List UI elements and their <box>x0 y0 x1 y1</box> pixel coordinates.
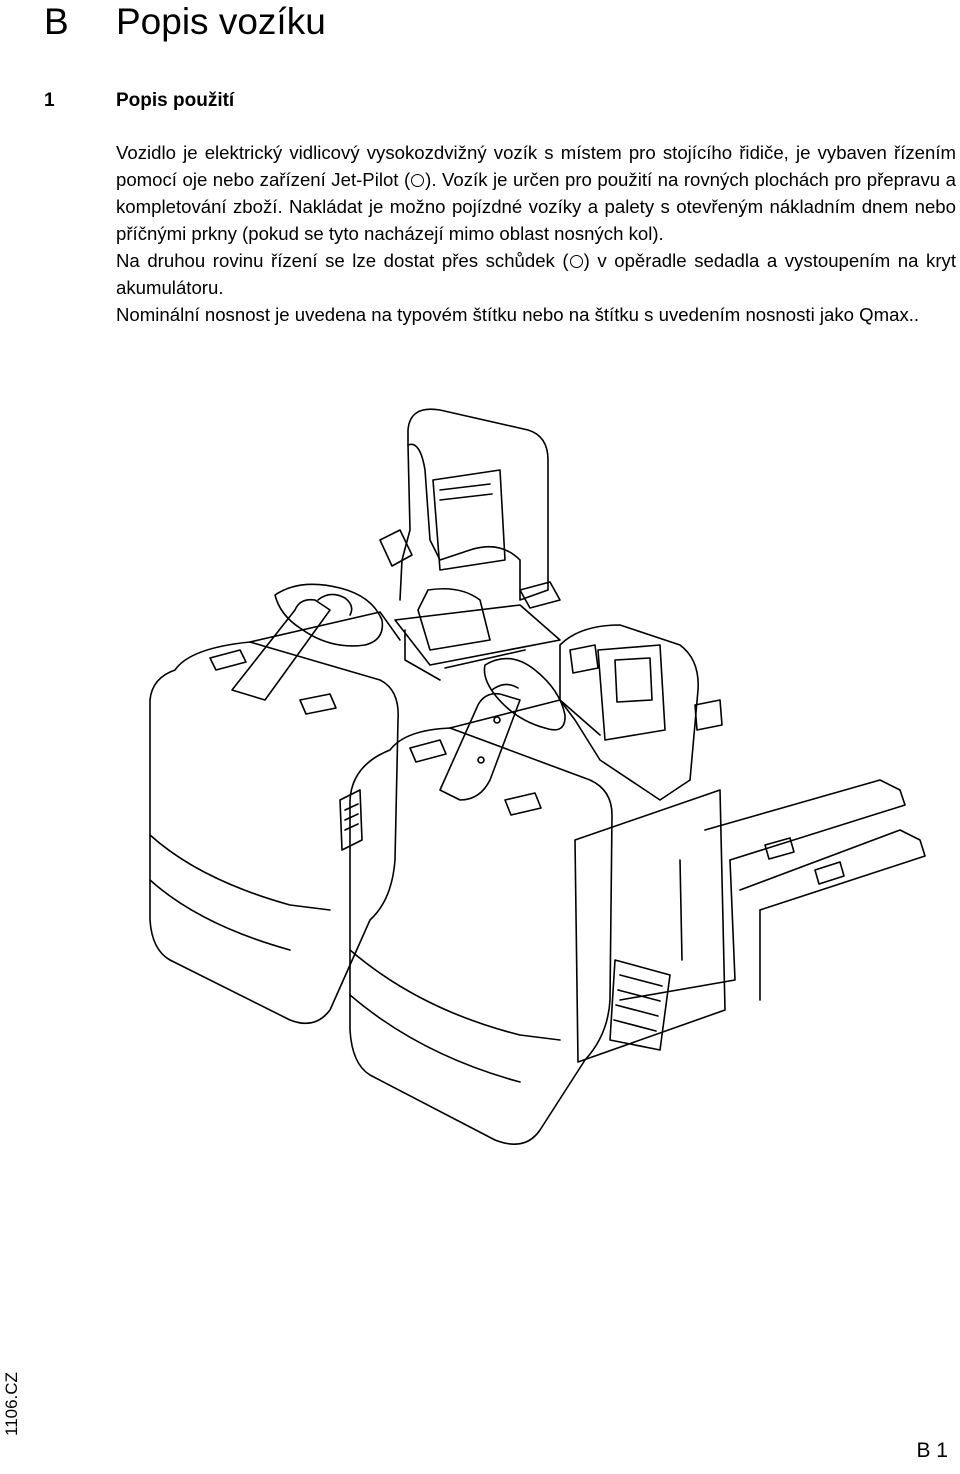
truck-drawing-svg <box>149 408 926 1146</box>
reference-circle-icon <box>569 255 583 268</box>
chapter-letter: B <box>44 1 69 42</box>
paragraph-2: Na druhou rovinu řízení se lze dostat př… <box>116 247 956 301</box>
pallet-truck-illustration <box>140 400 960 1160</box>
body-text: Vozidlo je elektrický vidlicový vysokozd… <box>116 139 956 328</box>
paragraph-2-part-a: Na druhou rovinu řízení se lze dostat př… <box>116 250 569 271</box>
paragraph-3: Nominální nosnost je uvedena na typovém … <box>116 301 956 328</box>
paragraph-3-text: Nominální nosnost je uvedena na typovém … <box>116 304 920 325</box>
reference-circle-icon <box>411 174 425 187</box>
section-title: Popis použití <box>116 90 235 111</box>
page-number: B 1 <box>916 1439 948 1462</box>
chapter-title: Popis vozíku <box>116 1 326 42</box>
section-number: 1 <box>44 90 55 111</box>
section-heading: 1 Popis použití <box>44 88 234 114</box>
paragraph-2-part-b: ) v opěradle sedadla a vystoupením na kr… <box>116 250 956 298</box>
chapter-heading: B Popis vozíku <box>44 0 326 44</box>
document-code: 1106.CZ <box>2 1372 21 1436</box>
paragraph-1: Vozidlo je elektrický vidlicový vysokozd… <box>116 139 956 247</box>
paragraph-1-part-b: ). Vozík je určen pro použití na rovných… <box>116 169 956 244</box>
paragraph-1-part-a: Vozidlo je elektrický vidlicový vysokozd… <box>116 142 956 190</box>
